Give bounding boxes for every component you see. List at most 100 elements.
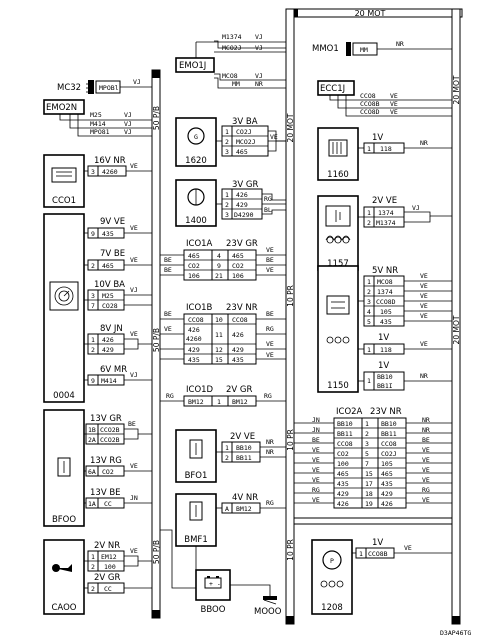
svg-text:VE: VE — [270, 133, 278, 141]
svg-text:1374: 1374 — [377, 288, 393, 296]
svg-text:D4290: D4290 — [234, 211, 254, 219]
ic02a-cell: 435 — [337, 480, 349, 488]
svg-text:0004: 0004 — [53, 391, 75, 401]
ic02a-wire-right: VE — [422, 496, 430, 504]
ic02a-cell: BB11 — [337, 430, 353, 438]
svg-text:BE: BE — [164, 266, 172, 274]
svg-text:1V: 1V — [372, 538, 383, 548]
svg-text:BB11: BB11 — [236, 454, 252, 462]
component-bf00: BFOO 13V GR 1B CCO2B 2A CCO2B BE 13V RG … — [43, 409, 152, 527]
ic02a-wire-left: VE — [312, 456, 320, 464]
svg-text:EMO1J: EMO1J — [179, 61, 206, 71]
component-1208: P 1208 1V 1 CCO8B VE — [311, 538, 452, 615]
svg-text:VJ: VJ — [133, 78, 141, 86]
svg-text:1400: 1400 — [185, 216, 207, 226]
ic02a-cell: 429 — [337, 490, 349, 498]
mc32-label: MC32 — [57, 83, 81, 93]
svg-text:3: 3 — [225, 211, 229, 219]
svg-text:BE: BE — [164, 310, 172, 318]
svg-text:VE: VE — [130, 330, 138, 338]
svg-text:M414: M414 — [101, 377, 117, 385]
svg-text:12: 12 — [215, 346, 223, 354]
ic02a-cell: 429 — [381, 490, 393, 498]
svg-text:CCO1: CCO1 — [52, 196, 76, 206]
svg-text:VE: VE — [420, 302, 428, 310]
svg-text:A: A — [225, 505, 229, 513]
svg-text:VE: VE — [130, 224, 138, 232]
svg-text:1: 1 — [225, 444, 229, 452]
svg-text:CAOO: CAOO — [52, 603, 77, 613]
svg-text:435: 435 — [102, 230, 114, 238]
svg-text:M1374: M1374 — [376, 219, 396, 227]
svg-text:MPOBl: MPOBl — [99, 84, 119, 92]
svg-text:M1374: M1374 — [222, 33, 242, 41]
component-1150: 1150 5V NR 1 MCO8 2 1374 3 CCO8D 4 105 5… — [317, 265, 452, 393]
svg-text:2: 2 — [91, 563, 95, 571]
ribbon-fill — [286, 616, 294, 624]
ribbon-fill — [152, 610, 160, 618]
svg-text:MM: MM — [232, 80, 240, 88]
svg-text:13V RG: 13V RG — [90, 456, 122, 466]
svg-text:23V NR: 23V NR — [226, 303, 258, 313]
plate — [346, 42, 351, 56]
ic02a-cell: 465 — [337, 470, 349, 478]
svg-text:2: 2 — [91, 585, 95, 593]
svg-text:BE: BE — [266, 310, 274, 318]
svg-text:MCO2J: MCO2J — [236, 138, 256, 146]
svg-text:CO2: CO2 — [188, 262, 200, 270]
svg-text:8V JN: 8V JN — [100, 324, 123, 334]
svg-text:VE: VE — [420, 312, 428, 320]
svg-text:429: 429 — [188, 346, 200, 354]
svg-text:118: 118 — [380, 346, 392, 354]
svg-text:465: 465 — [236, 148, 248, 156]
svg-text:1150: 1150 — [327, 381, 349, 391]
svg-text:4: 4 — [217, 252, 221, 260]
svg-text:1620: 1620 — [185, 156, 207, 166]
module-icon — [326, 295, 350, 315]
svg-text:MPO81: MPO81 — [90, 128, 110, 136]
svg-text:CO28: CO28 — [102, 302, 118, 310]
svg-text:RG: RG — [266, 499, 274, 507]
svg-text:VJ: VJ — [130, 286, 138, 294]
ribbon-label: 50 P/B — [152, 540, 161, 564]
svg-text:429: 429 — [236, 201, 248, 209]
svg-text:2: 2 — [225, 201, 229, 209]
ic02a-cell: 426 — [381, 500, 393, 508]
ic02a-wire-right: NR — [422, 416, 430, 424]
svg-text:CCO2B: CCO2B — [100, 426, 120, 434]
mm01-group: MMO1 MM NR — [312, 40, 452, 56]
svg-text:9: 9 — [217, 262, 221, 270]
svg-text:BB10: BB10 — [236, 444, 252, 452]
svg-text:2: 2 — [367, 288, 371, 296]
svg-text:4V NR: 4V NR — [232, 493, 258, 503]
sensor-icon — [187, 127, 205, 145]
svg-text:6V MR: 6V MR — [100, 365, 127, 375]
svg-text:VJ: VJ — [124, 128, 132, 136]
svg-text:1374: 1374 — [378, 209, 394, 217]
svg-text:100: 100 — [104, 563, 116, 571]
svg-text:1: 1 — [367, 145, 371, 153]
svg-text:VJ: VJ — [255, 72, 263, 80]
svg-text:CO2: CO2 — [102, 468, 114, 476]
ic02a-wire-left: VE — [312, 466, 320, 474]
svg-text:2V VE: 2V VE — [372, 196, 397, 206]
svg-text:5: 5 — [367, 318, 371, 326]
connector-ic01d: ICO1D 2V GR BM12 1 BM12 RG RG — [160, 385, 286, 407]
connector-ic01a: ICO1A 23V GR 465 4 465 CO2 9 CO2 106 21 … — [160, 239, 286, 281]
svg-text:426: 426 — [236, 191, 248, 199]
svg-text:CC: CC — [104, 500, 112, 508]
svg-text:9: 9 — [91, 230, 95, 238]
ribbon-label: 20 MOT — [355, 9, 386, 18]
svg-text:P: P — [330, 557, 334, 565]
component-bmf1: BMF1 4V NR A BM12 RG — [175, 493, 286, 571]
svg-text:2: 2 — [225, 454, 229, 462]
ribbon-label: 50 P/B — [152, 106, 161, 130]
ic02a-cell: CO2J — [381, 450, 397, 458]
svg-text:VE: VE — [404, 544, 412, 552]
svg-text:1: 1 — [91, 336, 95, 344]
svg-text:ECC1J: ECC1J — [320, 84, 345, 94]
svg-text:NR: NR — [266, 448, 274, 456]
svg-text:CCO8D: CCO8D — [376, 298, 396, 306]
svg-text:MMO1: MMO1 — [312, 44, 339, 54]
